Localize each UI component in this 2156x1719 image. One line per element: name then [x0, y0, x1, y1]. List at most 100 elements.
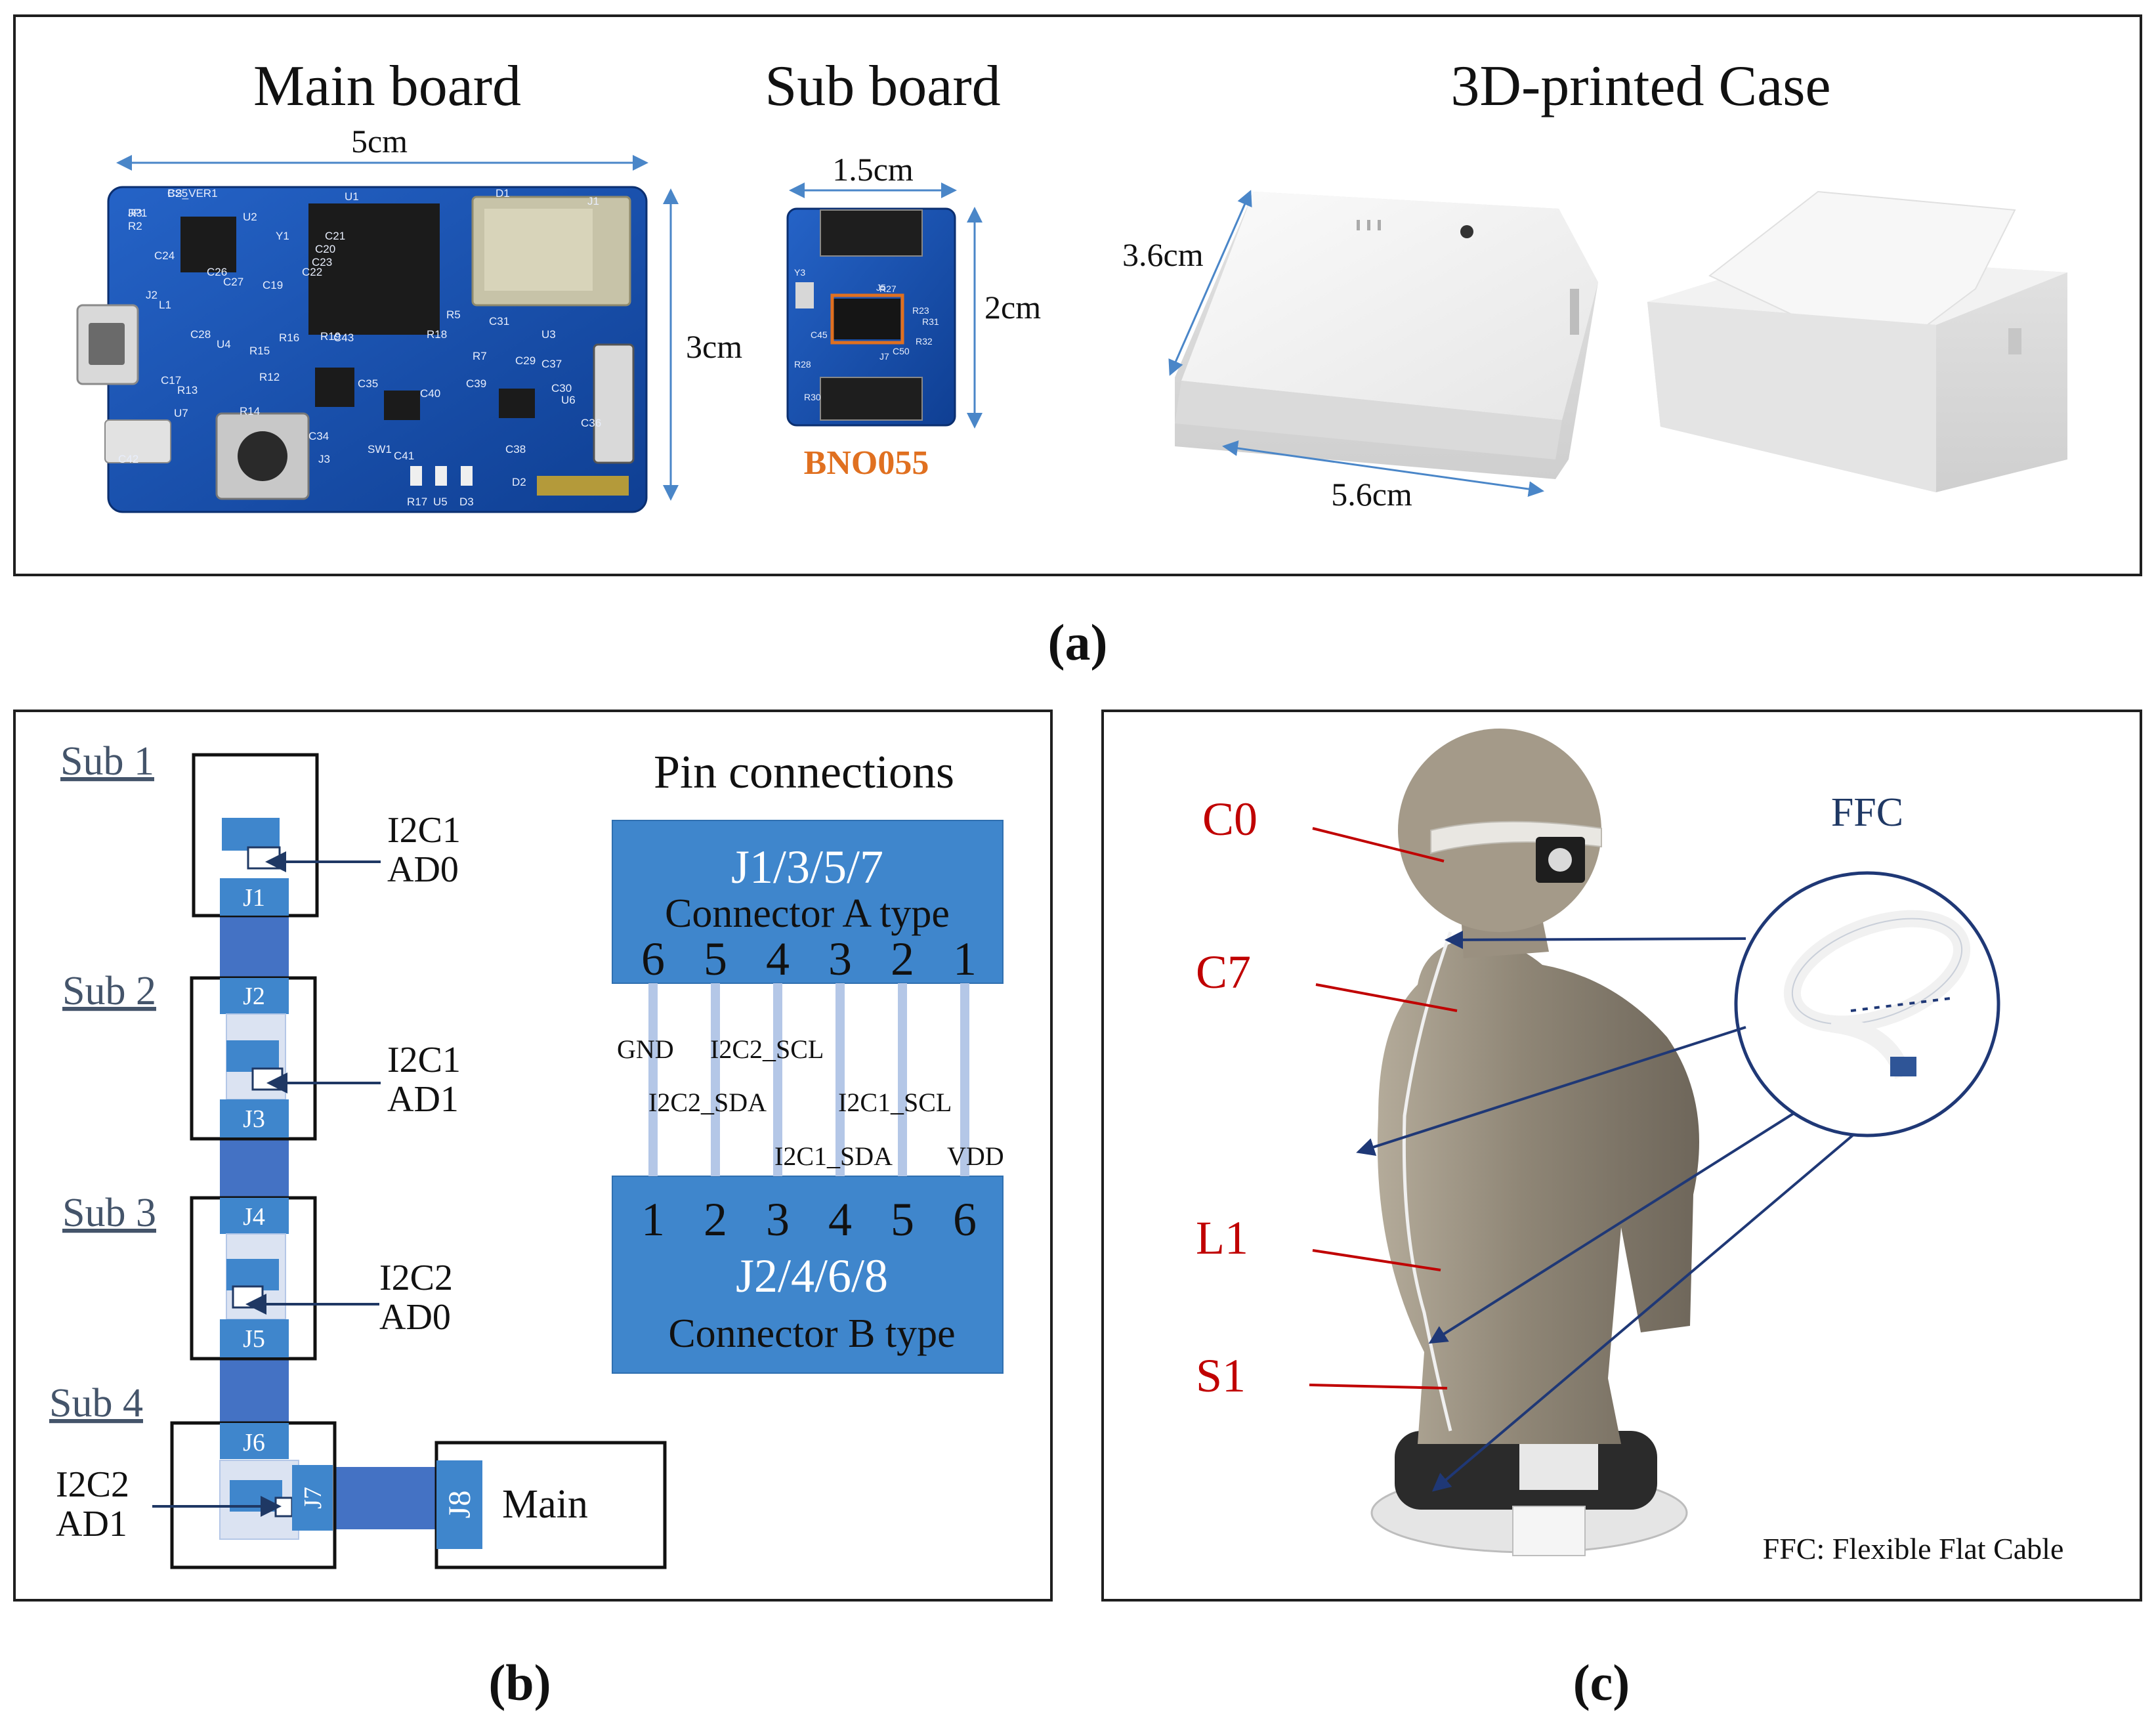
- connector-b-pin: 2: [704, 1193, 727, 1246]
- usb-port-opening: [89, 323, 125, 365]
- main-silk-label: C35: [358, 377, 378, 390]
- sub-silk-label: R30: [804, 392, 821, 402]
- led-indicators: [410, 466, 473, 486]
- sub-silk-label: Y3: [794, 267, 805, 278]
- sub3-j4-label: J4: [243, 1203, 265, 1231]
- pin-wires: [648, 983, 969, 1176]
- main-board-title: Main board: [253, 54, 521, 118]
- panel-c-caption: (c): [1573, 1654, 1630, 1711]
- chip-u5: [384, 391, 420, 420]
- panel-b: Sub 1 J1 I2C1 AD0 Sub 2 J2 J3 I2C1 AD1: [13, 710, 1053, 1711]
- marker-s1-leader: [1309, 1384, 1448, 1390]
- case2-front-face: [1647, 302, 1936, 492]
- main-silk-label: C43: [333, 331, 354, 344]
- chip-u2: [180, 217, 236, 272]
- main-silk-label: U4: [217, 338, 231, 350]
- sub3-connector-j4: [220, 1198, 289, 1234]
- connector-a-pin: 2: [891, 933, 914, 985]
- sub1-addr: AD0: [387, 849, 459, 890]
- main-silk-label: D1: [496, 187, 510, 200]
- panel-b-caption: (b): [488, 1654, 551, 1711]
- mannequin-torso: [1377, 938, 1699, 1444]
- main-silk-label: U6: [561, 394, 576, 406]
- main-silk-label: J3: [318, 453, 330, 465]
- main-silk-label: C20: [315, 243, 335, 255]
- sub4-connector-j6: [220, 1423, 289, 1459]
- case-title: 3D-printed Case: [1450, 54, 1830, 118]
- marker-c0-label: C0: [1202, 793, 1258, 845]
- main-silk-label: R5: [446, 308, 461, 321]
- connector-a-pin: 6: [641, 933, 665, 985]
- main-board-width-label: 5cm: [351, 123, 408, 159]
- main-silk-label: C41: [394, 450, 414, 462]
- sub-silk-label: C50: [893, 346, 910, 356]
- panel-c-frame: [1101, 710, 2142, 1602]
- cable-sub1-sub2: [220, 916, 289, 978]
- connector-b-type: Connector B type: [668, 1311, 955, 1356]
- sub1-bus: I2C1: [387, 810, 461, 851]
- ffc-arrow-l1: [1428, 1111, 1796, 1344]
- wireless-module-shield: [484, 209, 593, 291]
- main-silk-label: C30: [551, 382, 572, 394]
- pin-connections-title: Pin connections: [654, 746, 954, 798]
- main-case-on-base: [1512, 1506, 1586, 1556]
- main-silk-label: C39: [466, 377, 486, 390]
- main-silk-label: C34: [308, 430, 329, 442]
- sub2-label: Sub 2: [62, 969, 156, 1013]
- main-silk-label: R7: [473, 350, 487, 362]
- case-height-dimension: [1168, 190, 1252, 376]
- headband: [1430, 820, 1602, 855]
- main-silk-label: J2: [146, 289, 158, 301]
- ffc-inset-circle: [1734, 871, 2000, 1137]
- mannequin-base-label: [1519, 1444, 1598, 1490]
- connector-a-pin: 1: [953, 933, 977, 985]
- main-silk-label: C40: [420, 387, 440, 400]
- cable-sub4-main: [335, 1467, 436, 1529]
- connector-b-name: J2/4/6/8: [736, 1250, 888, 1302]
- sub4-addr: AD1: [56, 1504, 127, 1544]
- main-silk-label: R16: [279, 331, 299, 344]
- main-j8-label: J8: [442, 1491, 477, 1519]
- sensor-wire: [1402, 931, 1452, 1432]
- connector-a-type: Connector A type: [665, 891, 950, 936]
- sub1-j1-label: J1: [243, 884, 265, 912]
- chip-u1: [308, 203, 440, 335]
- main-silk-label: U1: [345, 190, 359, 203]
- sub3-connector-j5: [220, 1319, 289, 1357]
- crystal-y3: [795, 282, 814, 308]
- main-silk-label: D2: [512, 476, 526, 488]
- connector-a-block: [612, 820, 1004, 984]
- sub-board-height-label: 2cm: [984, 289, 1041, 326]
- main-silk-label: R15: [249, 345, 270, 357]
- chip-u7: [315, 368, 354, 407]
- cable-sub2-sub3: [220, 1139, 289, 1198]
- case-photo-2: [1647, 190, 2067, 492]
- cable-sub3-sub4: [220, 1359, 289, 1424]
- sub4-j7-label: J7: [299, 1487, 327, 1509]
- switch-connector: [104, 419, 171, 463]
- connector-a-pin: 5: [704, 933, 727, 985]
- sub-board-top-connector: [820, 209, 923, 257]
- sub4-connector-j7: [292, 1465, 333, 1531]
- main-silk-label: R14: [240, 405, 260, 417]
- bno055-chip: [834, 299, 900, 339]
- case1-side-slot: [1570, 289, 1579, 335]
- marker-s1-label: S1: [1196, 1349, 1246, 1402]
- sub4-label: Sub 4: [49, 1381, 143, 1426]
- sub2-block: Sub 2 J2 J3 I2C1 AD1: [62, 969, 461, 1141]
- connector-a-pin: 3: [828, 933, 852, 985]
- case-height-label: 3.6cm: [1122, 236, 1204, 273]
- main-board-height-label: 3cm: [686, 328, 742, 365]
- ffc-footnote: FFC: Flexible Flat Cable: [1763, 1532, 2064, 1565]
- signal-i2c1-sda: I2C1_SDA: [774, 1141, 893, 1171]
- sub1-chip: [222, 818, 280, 851]
- panel-a: Main board Sub board 3D-printed Case 5cm…: [13, 14, 2142, 671]
- sub4-bus: I2C2: [56, 1464, 129, 1505]
- main-silk-label: C38: [505, 443, 526, 456]
- sub2-address-pad: [251, 1067, 284, 1091]
- marker-c7-label: C7: [1196, 946, 1251, 998]
- case-width-label: 5.6cm: [1331, 476, 1412, 513]
- sub1-address-pad: [247, 846, 281, 870]
